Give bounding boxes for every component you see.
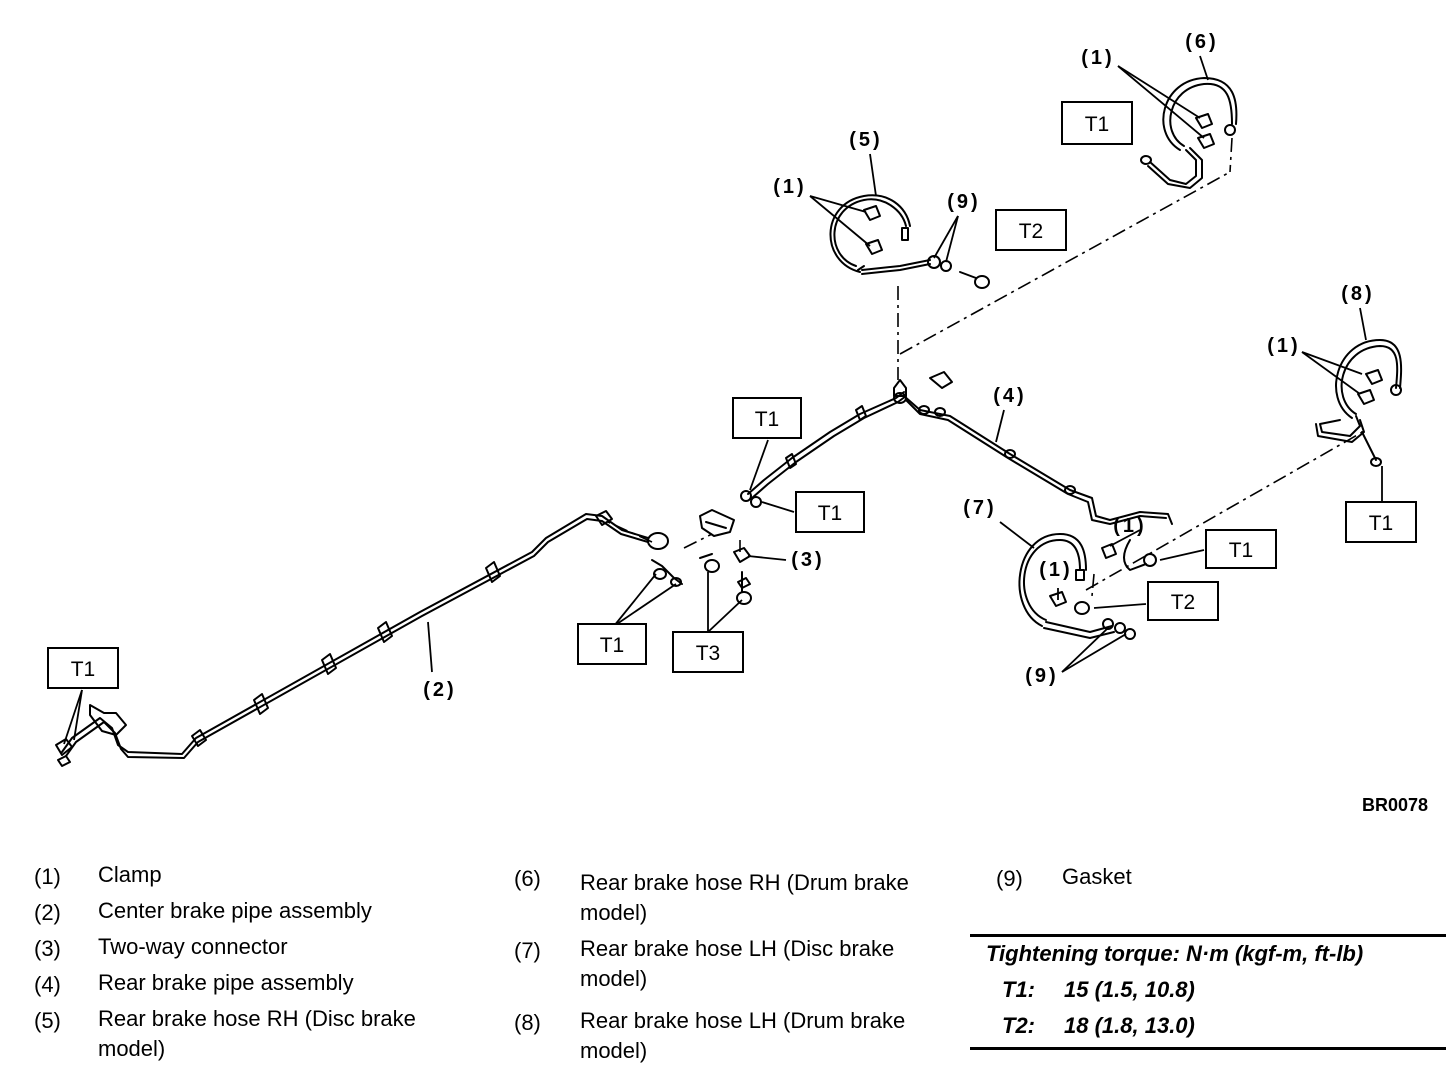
callout-6: (6)	[1185, 31, 1218, 53]
t1-label-center-pipe-front: T1	[71, 658, 96, 681]
legend-num-6: (6)	[514, 866, 541, 891]
callout-1-lh-drum: (1)	[1267, 335, 1300, 357]
legend-desc-4: Rear brake pipe assembly	[98, 970, 354, 995]
t2-label-lh-disc: T2	[1171, 591, 1196, 614]
legend-desc-6: Rear brake hose RH (Drum brake model)	[580, 870, 909, 925]
callout-1-rear-pipe: (1)	[1113, 515, 1146, 537]
callout-4: (4)	[993, 385, 1026, 407]
legend-desc-1: Clamp	[98, 862, 162, 887]
callout-1-rh-disc: (1)	[773, 176, 806, 198]
t3-label-connector: T3	[696, 642, 721, 665]
brake-line-diagram: T1 T2 T1 T1 T2 T1 T1 T1 T3 T1 (1) (6) (5…	[47, 31, 1417, 767]
torque-value-t2: 18 (1.8, 13.0)	[1064, 1013, 1195, 1038]
torque-title: Tightening torque: N·m (kgf-m, ft-lb)	[986, 941, 1364, 966]
callout-7: (7)	[963, 497, 996, 519]
callout-8: (8)	[1341, 283, 1374, 305]
t1-label-lh-pipe: T1	[1229, 539, 1254, 562]
legend-desc-9: Gasket	[1062, 864, 1132, 889]
callout-3: (3)	[791, 549, 824, 571]
legend-num-8: (8)	[514, 1010, 541, 1035]
torque-key-t1: T1:	[1002, 977, 1035, 1002]
legend-num-7: (7)	[514, 938, 541, 963]
callout-9-rh: (9)	[947, 191, 980, 213]
legend-desc-3: Two-way connector	[98, 934, 288, 959]
callout-2: (2)	[423, 679, 456, 701]
legend-num-3: (3)	[34, 936, 61, 961]
legend-desc-8: Rear brake hose LH (Drum brake model)	[580, 1008, 906, 1063]
legend-num-4: (4)	[34, 972, 61, 997]
legend-num-5: (5)	[34, 1008, 61, 1033]
rear-brake-hose-rh-drum	[1140, 77, 1238, 189]
t1-label-lh-drum: T1	[1369, 512, 1394, 535]
rear-brake-pipe	[740, 371, 1173, 571]
tightening-torque-table: Tightening torque: N·m (kgf-m, ft-lb) T1…	[970, 934, 1446, 1050]
callout-9-lh: (9)	[1025, 665, 1058, 687]
rear-brake-hose-lh-drum	[1315, 339, 1403, 467]
legend-num-2: (2)	[34, 900, 61, 925]
t1-label-rear-pipe-front: T1	[755, 408, 780, 431]
legend-desc-2: Center brake pipe assembly	[98, 898, 372, 923]
t2-label-rh-disc: T2	[1019, 220, 1044, 243]
figure-id: BR0078	[1362, 795, 1429, 815]
legend-desc-5: Rear brake hose RH (Disc brake model)	[98, 1006, 416, 1061]
torque-key-t2: T2:	[1002, 1013, 1035, 1038]
legend-num-9: (9)	[996, 866, 1023, 891]
t1-label-rear-pipe-joint: T1	[818, 502, 843, 525]
torque-value-t1: 15 (1.5, 10.8)	[1064, 977, 1195, 1002]
t1-label-center-pipe-rear: T1	[600, 634, 625, 657]
callout-1-rh-drum: (1)	[1081, 47, 1114, 69]
callout-5: (5)	[849, 129, 882, 151]
rear-brake-hose-rh-disc	[829, 194, 990, 289]
legend-num-1: (1)	[34, 864, 61, 889]
t1-label-rh-drum: T1	[1085, 113, 1110, 136]
rear-brake-hose-lh-disc	[1018, 533, 1136, 640]
callout-1-lh-disc: (1)	[1039, 559, 1072, 581]
legend-desc-7: Rear brake hose LH (Disc brake model)	[580, 936, 895, 991]
